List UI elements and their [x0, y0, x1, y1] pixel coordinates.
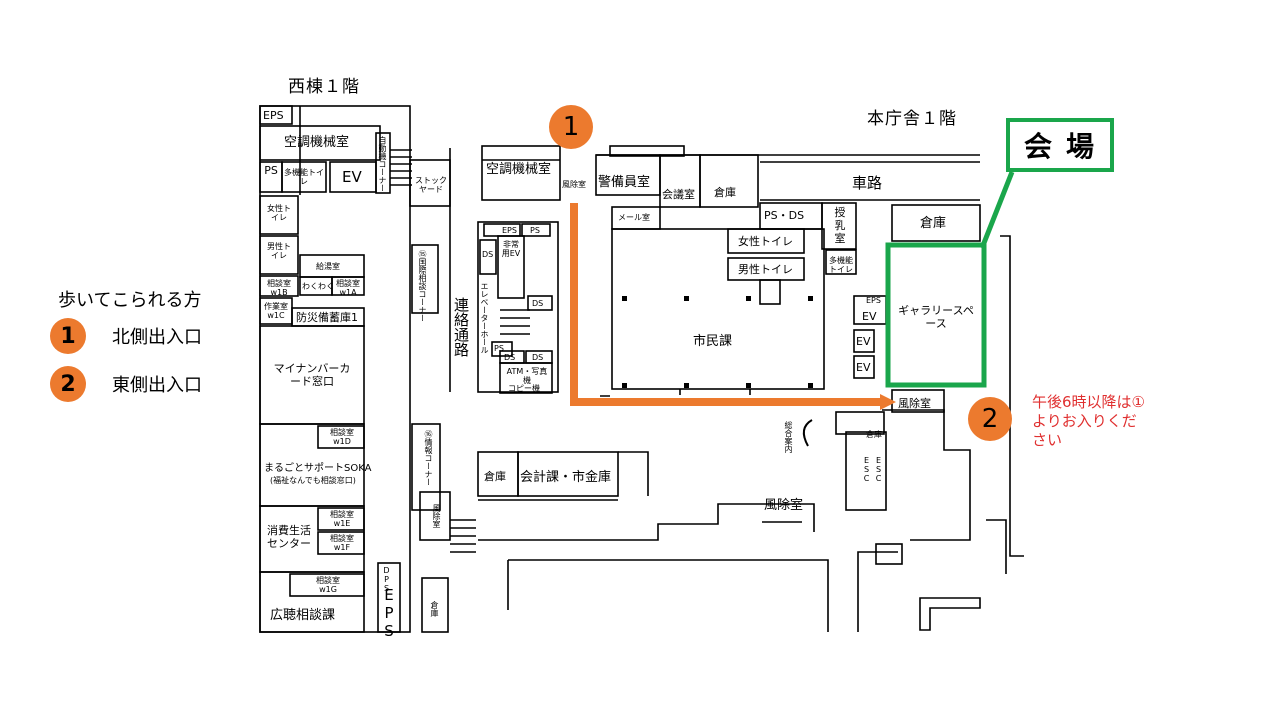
room-w1c: 作業室 w1C	[264, 302, 288, 320]
room-auto-corner: 自動機コーナー	[378, 136, 387, 192]
room-dps: DPS	[382, 566, 391, 593]
room-souko-left: 倉庫	[484, 470, 506, 483]
room-marugoto-sub: (福祉なんでも相談窓口)	[270, 476, 356, 485]
room-ev1: EV	[862, 310, 877, 323]
room-w1f: 相談室 w1F	[330, 534, 354, 552]
room-road: 車路	[852, 174, 883, 192]
room-ev-w: EV	[342, 168, 362, 186]
room-souko-top: 倉庫	[714, 186, 736, 199]
legend-item-north: 1 北側出入口	[50, 318, 202, 354]
room-w1d: 相談室 w1D	[330, 428, 354, 446]
room-fuujo-east: 風除室	[898, 397, 931, 410]
legend-label: 北側出入口	[112, 327, 202, 348]
room-eps-bottom: EPS	[380, 586, 398, 640]
room-eps-r: EPS	[866, 296, 881, 305]
room-bousai: 防災備蓄庫1	[296, 311, 358, 324]
entrance-2-badge-icon: 2	[50, 366, 86, 402]
room-esc1: ESC	[862, 455, 871, 483]
room-hvac-west: 空調機械室	[284, 135, 350, 150]
after-6pm-note: 午後6時以降は①よりお入りください	[1032, 393, 1145, 449]
room-w1g: 相談室 w1G	[316, 576, 340, 594]
room-ev2: EV	[856, 335, 871, 348]
room-multi-toilet-w: 多機能トイレ	[284, 168, 324, 186]
room-ds2: DS	[532, 299, 544, 308]
room-copy: コピー機	[508, 384, 540, 393]
main-building-heading: 本庁舎１階	[867, 109, 957, 129]
room-kokusai: ⑮国際相談コーナー	[418, 250, 427, 322]
room-esc2: ESC	[874, 455, 883, 483]
room-hijou-ev: 非常用EV	[501, 240, 521, 258]
room-eps2: EPS	[502, 226, 517, 235]
room-atm: ATM・写真機	[506, 367, 548, 385]
room-marugoto: まるごとサポートSOKA	[264, 463, 372, 474]
room-fuujo-north: 風除室	[562, 180, 586, 189]
room-souko-esc: 倉庫	[866, 430, 882, 439]
room-souko-small: 倉庫	[430, 601, 439, 617]
room-multi-toilet: 多機能トイレ	[829, 256, 853, 274]
room-keibi: 警備員室	[598, 175, 651, 190]
pillars	[622, 296, 813, 388]
venue-callout-line	[979, 171, 1015, 249]
room-ds4: DS	[532, 353, 544, 362]
room-w1a: 相談室 w1A	[336, 279, 360, 297]
room-female-toilet: 女性トイレ	[738, 235, 793, 248]
room-ds: DS	[482, 250, 494, 259]
room-kouchou: 広聴相談課	[270, 608, 336, 623]
room-ps: PS	[264, 164, 278, 177]
room-w1b: 相談室 w1B	[267, 279, 291, 297]
room-sougou: 総合案内	[784, 421, 793, 453]
room-fuujo-left: 風除室	[432, 504, 441, 528]
room-kaigi: 会議室	[662, 188, 695, 201]
room-junyu: 授乳室	[834, 206, 846, 245]
room-ps2: PS	[530, 226, 540, 235]
room-consumer: 消費生活センター	[267, 524, 311, 550]
info-desk-arc	[802, 419, 813, 447]
room-renraku: 連絡通路	[452, 297, 470, 357]
gallery-outline	[885, 242, 987, 388]
room-wakuwaku: わくわく	[302, 282, 334, 291]
room-mynumber: マイナンバーカード窓口	[273, 362, 351, 388]
walls	[259, 105, 1024, 633]
north-entrance-pin: 1	[549, 105, 593, 149]
room-eps-top: EPS	[263, 109, 284, 122]
room-elevator-hall: エレベーターホール	[480, 282, 489, 354]
room-kyutou: 給湯室	[316, 262, 340, 271]
room-ev3: EV	[856, 361, 871, 374]
room-mail: メール室	[618, 213, 650, 222]
room-male-toilet-w: 男性トイレ	[267, 242, 291, 260]
route-arrow-head	[880, 394, 896, 410]
room-gallery: ギャラリースペース	[898, 304, 974, 330]
east-entrance-pin: 2	[968, 397, 1012, 441]
room-ds3: DS	[504, 353, 516, 362]
room-ps-ds: PS・DS	[764, 209, 805, 222]
room-shamin: 市民課	[693, 334, 733, 349]
room-hvac-main: 空調機械室	[486, 162, 552, 177]
room-fuujo-south: 風除室	[764, 498, 804, 513]
room-jouhou: ⑯情報コーナー	[424, 430, 433, 486]
room-ps3: PS	[494, 344, 504, 353]
venue-label: 会場	[1006, 118, 1114, 172]
legend-item-east: 2 東側出入口	[50, 366, 202, 402]
legend-title: 歩いてこられる方	[58, 290, 202, 311]
route-arrow	[570, 203, 880, 406]
room-male-toilet: 男性トイレ	[738, 263, 793, 276]
room-stock-yard: ストックヤード	[415, 176, 447, 194]
room-w1e: 相談室 w1E	[330, 510, 354, 528]
legend-label: 東側出入口	[112, 375, 202, 396]
room-kaikei: 会計課・市金庫	[520, 470, 612, 485]
west-building-heading: 西棟１階	[288, 77, 360, 97]
entrance-1-badge-icon: 1	[50, 318, 86, 354]
room-souko-right: 倉庫	[920, 216, 947, 231]
room-female-toilet-w: 女性トイレ	[267, 204, 291, 222]
